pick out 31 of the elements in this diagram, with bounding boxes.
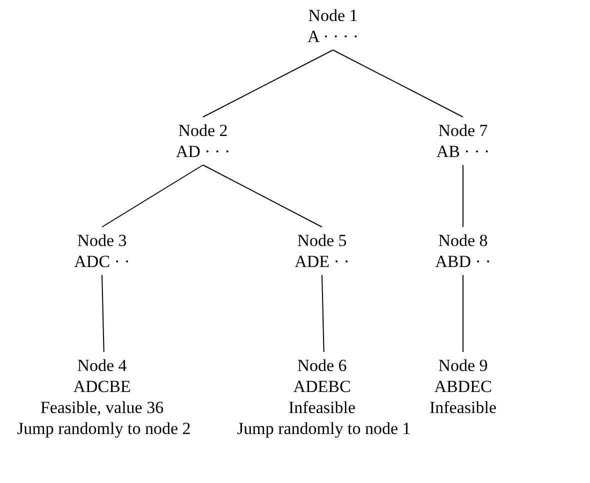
tree-edge [202,50,334,118]
tree-edge [462,164,464,228]
tree-edge [202,164,322,228]
tour-sequence: ADEBC [293,376,351,397]
node-note: Jump randomly to node 2 [17,418,191,439]
node-note: Infeasible [429,397,497,418]
tree-edge [462,274,464,352]
node-title: Node 9 [438,355,488,376]
tour-sequence: ADC · · [74,251,130,272]
tour-sequence: ABDEC [434,376,492,397]
tour-sequence: AB · · · [436,141,490,162]
tree-edge [332,50,464,118]
node-title: Node 2 [178,120,228,141]
tour-sequence: ADE · · [294,251,350,272]
node-note: Infeasible [288,397,356,418]
node-title: Node 3 [77,230,127,251]
node-title: Node 5 [297,230,347,251]
node-title: Node 1 [308,5,358,26]
node-title: Node 7 [438,120,488,141]
tour-sequence: ADCBE [73,376,131,397]
node-note: Jump randomly to node 1 [237,418,411,439]
node-title: Node 4 [77,355,127,376]
tour-sequence: AD · · · [176,141,230,162]
tree-edge [102,164,204,228]
tree-edge [322,274,324,352]
tour-sequence: A · · · · [308,26,358,47]
node-title: Node 8 [438,230,488,251]
node-note: Feasible, value 36 [40,397,164,418]
tour-sequence: ABD · · [435,251,491,272]
node-title: Node 6 [297,355,347,376]
tree-edge [102,274,104,352]
